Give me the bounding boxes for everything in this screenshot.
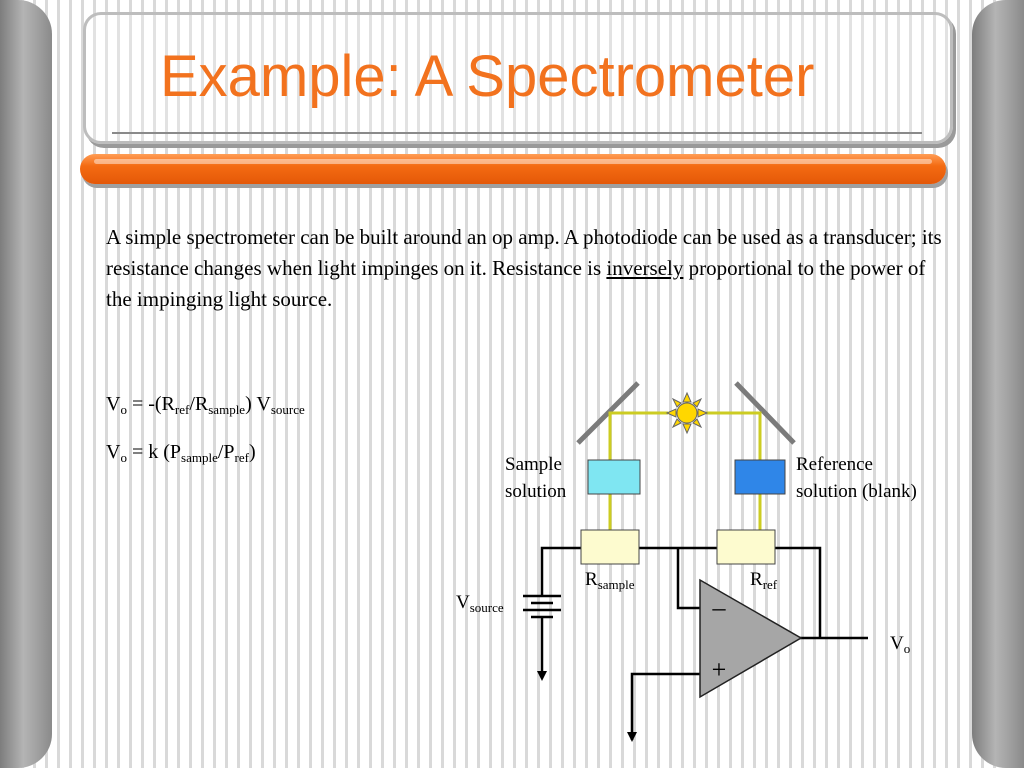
slide-title: Example: A Spectrometer	[160, 44, 815, 109]
reference-light-path	[706, 411, 762, 559]
paragraph-part2: proportional to the power of the impingi…	[106, 256, 926, 311]
op-amp-triangle	[699, 578, 803, 699]
light-source-icon	[665, 391, 709, 435]
v-source-label: Vsource	[456, 592, 504, 615]
left-decor-pillar	[0, 0, 52, 768]
opamp-plus-sign: +	[712, 655, 727, 684]
r-ref-label: Rref	[750, 569, 778, 592]
equation-vo-resistance: Vo = -(Rref/Rsample) Vsource	[106, 393, 305, 417]
left-mirror	[576, 381, 640, 445]
paragraph-part1: A simple spectrometer can be built aroun…	[106, 225, 942, 280]
v-output-label: Vo	[890, 633, 911, 656]
equation-vo-power: Vo = k (Psample/Pref)	[106, 441, 256, 465]
orange-divider-bar	[80, 154, 946, 184]
reference-photodiode	[716, 529, 776, 565]
feedback-wire	[775, 546, 822, 638]
paragraph-underlined-word: inversely	[606, 256, 684, 280]
opamp-minus-sign: –	[712, 593, 727, 622]
sample-cuvette	[587, 459, 641, 495]
title-frame	[83, 12, 953, 144]
right-decor-pillar	[972, 0, 1024, 768]
ground-wire	[630, 672, 700, 740]
sample-photodiode	[580, 529, 640, 565]
body-paragraph: A simple spectrometer can be built aroun…	[106, 222, 956, 315]
source-wire	[540, 546, 581, 596]
right-mirror	[734, 381, 796, 445]
battery-symbol	[523, 594, 561, 681]
r-sample-label: Rsample	[585, 569, 635, 592]
sample-light-path	[608, 411, 668, 559]
title-underline	[112, 132, 922, 134]
ground-arrow-icon	[627, 732, 637, 742]
reference-cuvette	[734, 459, 786, 495]
inverting-input-wire	[676, 548, 700, 610]
